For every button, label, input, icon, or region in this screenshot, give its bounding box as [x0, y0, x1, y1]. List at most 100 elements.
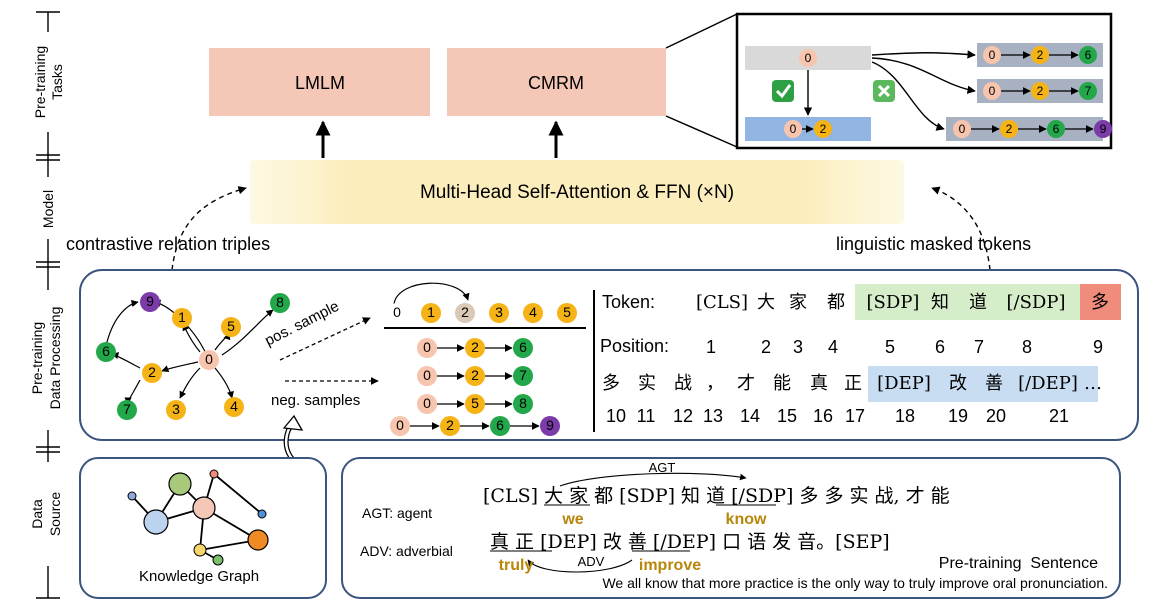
- node-label: 0: [989, 84, 996, 98]
- token-cell: 战: [674, 373, 692, 394]
- node-label: 3: [172, 401, 180, 417]
- node-label: 9: [1100, 122, 1107, 136]
- token-cell: [/DEP]: [1018, 373, 1078, 394]
- node-label: 9: [546, 417, 554, 433]
- token-cell: [/SDP]: [1007, 292, 1066, 313]
- token-cell: 9: [1093, 337, 1103, 357]
- graph-node: [117, 400, 137, 420]
- token-cell: 16: [813, 406, 833, 426]
- graph-node: [224, 397, 244, 417]
- graph-node: [199, 350, 219, 370]
- token-cell: 6: [935, 337, 945, 357]
- graph-node: [540, 416, 560, 436]
- graph-node: [1047, 120, 1065, 138]
- graph-node: [96, 342, 116, 362]
- node-label: 2: [446, 417, 454, 433]
- node-label: 2: [1037, 84, 1044, 98]
- graph-node: [1031, 46, 1049, 64]
- node-label: 2: [1037, 48, 1044, 62]
- graph-node: [417, 338, 437, 358]
- node-label: 0: [423, 367, 431, 383]
- graph-node: [784, 120, 802, 138]
- node-label: 7: [123, 401, 131, 417]
- token-cell: 20: [986, 406, 1006, 426]
- side-label-source-1: Data: [29, 499, 45, 529]
- graph-node: [417, 394, 437, 414]
- graph-node: [557, 303, 577, 323]
- graph-node: [814, 120, 832, 138]
- token-cell: 改: [949, 373, 967, 394]
- token-cell: 都: [827, 292, 845, 313]
- token-cell: …: [1084, 373, 1102, 394]
- sentence-translation: We all know that more practice is the on…: [602, 575, 1108, 591]
- graph-node: [221, 317, 241, 337]
- node-label: 6: [519, 339, 527, 355]
- knowledge-graph-label: Knowledge Graph: [139, 568, 259, 585]
- graph-node: [1079, 82, 1097, 100]
- knowledge-graph-icon: [127, 469, 269, 566]
- node-label: 2: [471, 339, 479, 355]
- graph-node: [513, 394, 533, 414]
- graph-node: [387, 303, 407, 323]
- node-label: 9: [146, 293, 154, 309]
- token-cell: 15: [777, 406, 797, 426]
- gloss-we: we: [561, 511, 583, 528]
- graph-node: [513, 366, 533, 386]
- node-label: 0: [423, 339, 431, 355]
- gloss-know: know: [726, 511, 767, 528]
- linguistic-masked-label: linguistic masked tokens: [836, 234, 1031, 254]
- token-cell: 知: [931, 292, 949, 313]
- graph-node: [489, 303, 509, 323]
- node-label: 2: [461, 304, 469, 320]
- node-label: 6: [496, 417, 504, 433]
- token-cell: 11: [637, 406, 656, 426]
- token-cell: [CLS]: [696, 292, 748, 313]
- cross-icon: [873, 80, 895, 102]
- sentence-line-1: [CLS] 大 家 都 [SDP] 知 道 [/SDP] 多 多 实 战, 才 …: [483, 485, 950, 507]
- graph-node: [390, 416, 410, 436]
- node-label: 1: [178, 309, 186, 325]
- node-label: 2: [820, 122, 827, 136]
- graph-node: [465, 394, 485, 414]
- sdp-highlight: [855, 284, 1080, 320]
- node-label: 6: [102, 343, 110, 359]
- sentence-title: Pre-training Sentence: [939, 555, 1098, 572]
- token-cell: 18: [895, 406, 915, 426]
- graph-node: [465, 338, 485, 358]
- token-cell: 多: [602, 373, 620, 394]
- check-icon: [772, 80, 794, 102]
- sentence-line-2: 真 正 [DEP] 改 善 [/DEP] 口 语 发 音。[SEP]: [490, 531, 890, 553]
- token-cell: 7: [974, 337, 984, 357]
- token-cell: 17: [845, 406, 865, 426]
- graph-node: [983, 46, 1001, 64]
- cmrm-label: CMRM: [528, 73, 584, 93]
- node-label: 5: [563, 304, 571, 320]
- model-box: [250, 160, 904, 224]
- node-label: 0: [805, 51, 812, 65]
- graph-node: [172, 308, 192, 328]
- node-label: 7: [519, 367, 527, 383]
- model-label: Multi-Head Self-Attention & FFN (×N): [420, 182, 734, 203]
- node-label: 4: [230, 398, 238, 414]
- token-cell: ，: [706, 373, 724, 394]
- token-cell: 善: [985, 373, 1003, 394]
- token-cell: 真: [810, 373, 828, 394]
- sentence-frame: [341, 457, 1121, 599]
- graph-node: [523, 303, 543, 323]
- graph-node: [140, 292, 160, 312]
- node-label: 1: [427, 304, 435, 320]
- node-label: 0: [393, 304, 401, 320]
- token-cell: 才: [737, 373, 755, 394]
- node-label: 2: [148, 364, 156, 380]
- graph-node: [1079, 46, 1097, 64]
- graph-node: [983, 82, 1001, 100]
- neg-samples-label: neg. samples: [271, 392, 360, 409]
- token-table: Token: Position: [CLS]大家都[SDP]知道[/SDP]多 …: [593, 284, 1121, 432]
- zoom-line-top: [665, 13, 738, 49]
- lmlm-label: LMLM: [295, 73, 345, 93]
- adv-legend: ADV: adverbial: [360, 543, 453, 559]
- token-cell: 3: [793, 337, 803, 357]
- token-cell: 多: [1091, 292, 1109, 313]
- node-label: 6: [1053, 122, 1060, 136]
